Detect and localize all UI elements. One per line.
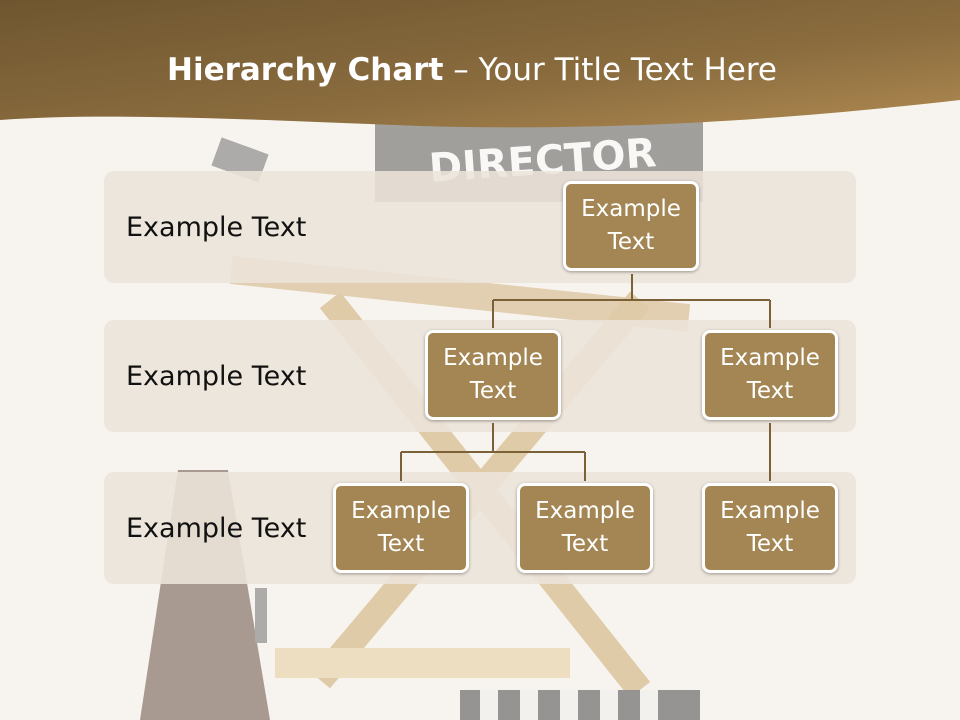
title-rest: – Your Title Text Here xyxy=(443,52,777,88)
slide-title: Hierarchy Chart – Your Title Text Here xyxy=(0,52,944,88)
connector-left-to-level3 xyxy=(400,423,586,481)
header-wave xyxy=(0,0,960,128)
connector-root-to-level2 xyxy=(492,274,771,328)
level-label-2: Example Text xyxy=(126,360,307,392)
level-band-1: Example Text xyxy=(104,171,856,283)
level-label-3: Example Text xyxy=(126,512,307,544)
title-bold: Hierarchy Chart xyxy=(167,52,444,88)
level-label-1: Example Text xyxy=(126,211,307,243)
